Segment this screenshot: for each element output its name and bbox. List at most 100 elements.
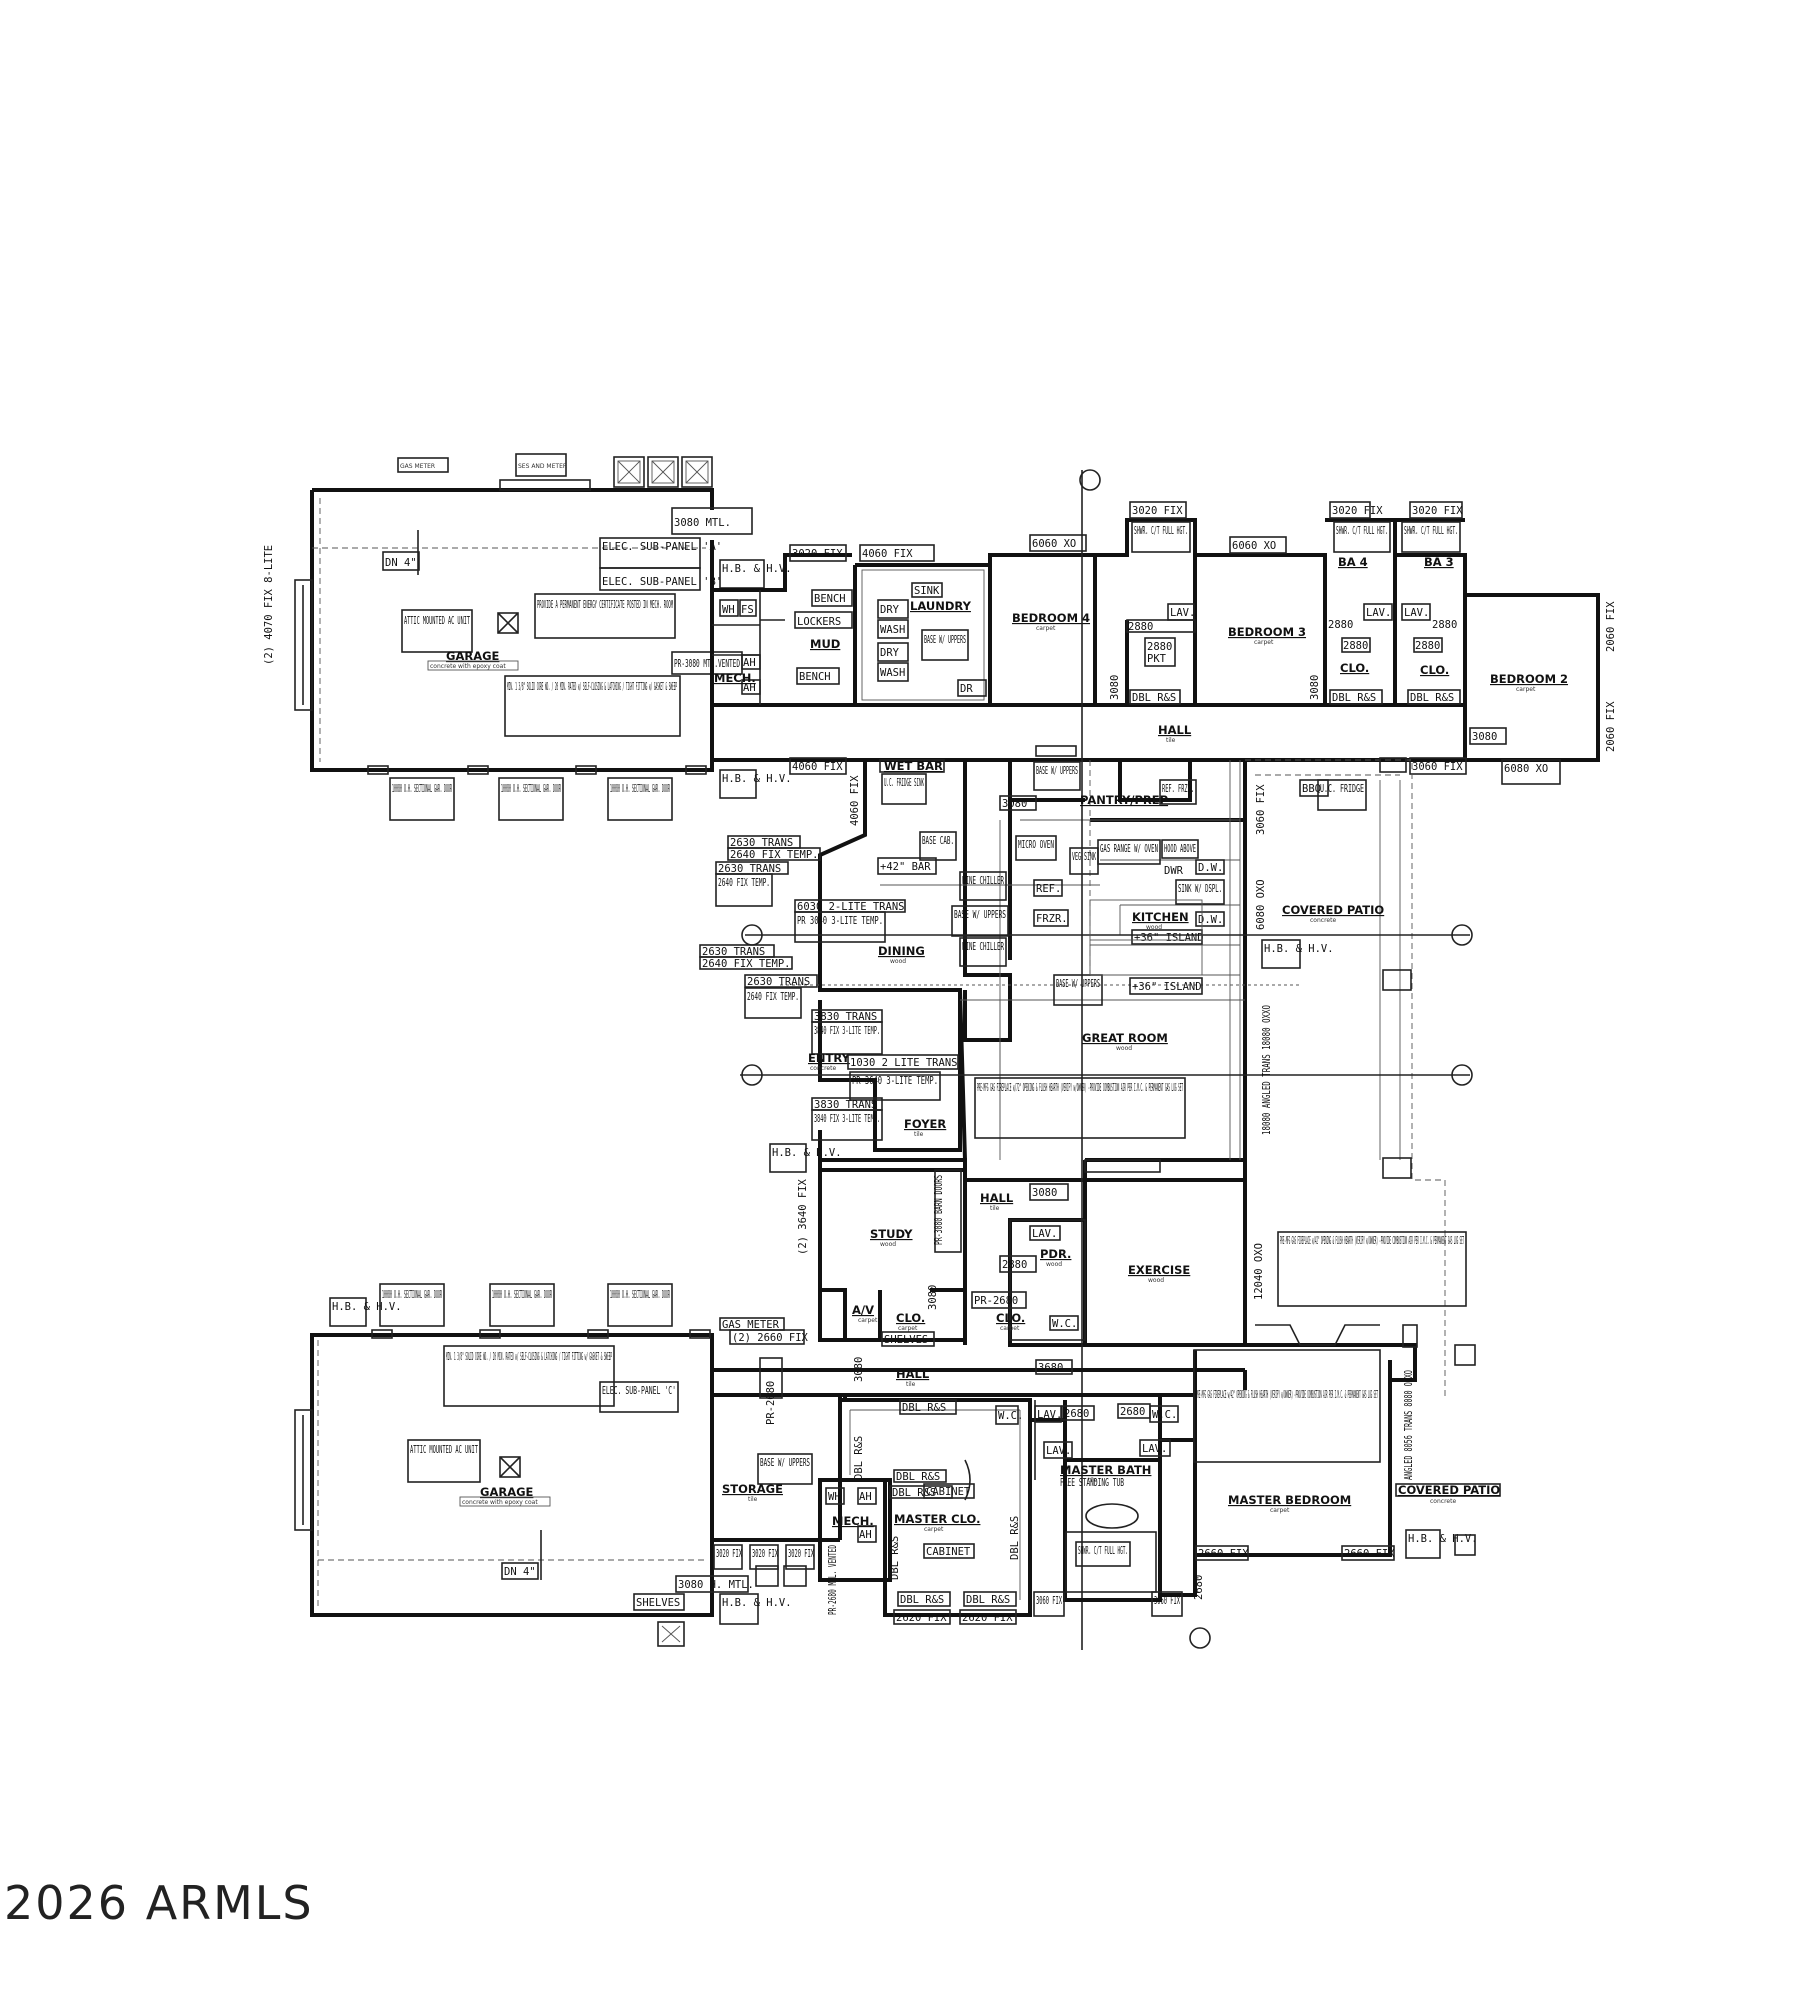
d3680-label: 3680 bbox=[1038, 1362, 1063, 1374]
section-marker-icon bbox=[1451, 924, 1473, 946]
clo-a-label: CLO. bbox=[1340, 661, 1369, 675]
micro-label: MICRO OVEN bbox=[1018, 839, 1054, 851]
storage-label: STORAGE bbox=[722, 1482, 783, 1496]
fix-3020-ba4-label: 3020 FIX bbox=[1332, 505, 1383, 517]
dbl-rs-ba4-label: DBL R&S bbox=[1332, 692, 1376, 704]
d2880-b3-label: 2880 bbox=[1128, 621, 1153, 633]
dbl-rs-mc-h: DBL R&S bbox=[966, 1594, 1010, 1606]
barn-doors-label: PR-3080 BARN DOORS bbox=[933, 1175, 945, 1245]
central-section: WET BAR U.C. FRIDGE SINK 4060 FIX BASE C… bbox=[699, 469, 1473, 1650]
oxo-12040-label: 12040 OXO bbox=[1253, 1243, 1265, 1300]
fix-3020-m2: 3020 FIX bbox=[752, 1548, 778, 1560]
fix-2640-c: 2640 FIX TEMP. bbox=[702, 958, 791, 970]
wet-bar-label: WET BAR bbox=[884, 759, 943, 773]
pr3040-label: PR 3040 3-LITE TEMP. bbox=[797, 915, 883, 927]
clo-pdr-label: CLO. bbox=[996, 1311, 1025, 1325]
island-36a-label: +36" ISLAND bbox=[1134, 932, 1204, 944]
lav-mb-c: LAV. bbox=[1142, 1443, 1167, 1455]
bedroom3-label: BEDROOM 3 bbox=[1228, 625, 1306, 639]
laundry-label: LAUNDRY bbox=[910, 599, 972, 613]
vent-icon bbox=[647, 456, 679, 488]
lockers-label: LOCKERS bbox=[797, 616, 841, 628]
xo-6080-b2-label: 6080 XO bbox=[1504, 763, 1548, 775]
fix-3060-hall-label: 3060 FIX bbox=[1412, 761, 1463, 773]
fire-door-top-note: MIN. 1 3/8" SOLID CORE WD. / 20 MIN. RAT… bbox=[507, 681, 677, 693]
fix-2060-b2-b: 2060 FIX bbox=[1605, 701, 1617, 752]
great-room-floor: wood bbox=[1116, 1045, 1132, 1052]
foyer-label: FOYER bbox=[904, 1117, 946, 1131]
hb-hv-bottom-label: H.B. & H.V. bbox=[722, 1597, 792, 1609]
garage-top-floor: concrete with epoxy coat bbox=[430, 663, 506, 670]
sink-dspl-label: SINK W/ DSPL. bbox=[1178, 883, 1222, 895]
fix-3020-mud-label: 3020 FIX bbox=[792, 548, 843, 560]
wash-2-label: WASH bbox=[880, 667, 905, 679]
uc-fridge-bar-label: U.C. FRIDGE SINK bbox=[884, 777, 924, 789]
study-floor: wood bbox=[880, 1241, 896, 1248]
bench-bottom-label: BENCH bbox=[799, 671, 831, 683]
pr2680-mtl-label: PR-2680 MTL. VENTED bbox=[827, 1545, 839, 1615]
exercise-floor: wood bbox=[1148, 1277, 1164, 1284]
trans-2630-c: 2630 TRANS bbox=[702, 946, 765, 958]
garage-door-6-label: 10080 O.H. SECTIONAL GAR. DOOR bbox=[610, 1289, 670, 1301]
lav-ba3-label: LAV. bbox=[1404, 607, 1429, 619]
cabinet-a-label: CABINET bbox=[926, 1486, 971, 1498]
shwr-ba3-label: SHWR. C/T FULL HGT. bbox=[1404, 525, 1458, 537]
bbq-label: BBQ bbox=[1302, 783, 1321, 795]
lav-ba4-label: LAV. bbox=[1366, 607, 1391, 619]
hall-mid-label: HALL bbox=[980, 1191, 1014, 1205]
covered-patio-bottom-floor: concrete bbox=[1430, 1498, 1456, 1505]
d2880-ba3-label: 2880 bbox=[1432, 619, 1457, 631]
clo-study-label: CLO. bbox=[896, 1311, 925, 1325]
garage-door-2-label: 10080 O.H. SECTIONAL GAR. DOOR bbox=[501, 783, 561, 795]
fix-2620-a: 2620 FIX bbox=[896, 1612, 947, 1624]
pr2680-storage-label: PR-2680 bbox=[765, 1381, 777, 1425]
fix-3640-label: (2) 3640 FIX bbox=[797, 1178, 809, 1255]
fix-3020-m3: 3020 FIX bbox=[788, 1548, 814, 1560]
pkt-ba3-label: 2880 bbox=[1415, 640, 1440, 652]
dw-b-label: D.W. bbox=[1198, 914, 1223, 926]
cabinet-b-label: CABINET bbox=[926, 1546, 971, 1558]
ba4-label: BA 4 bbox=[1338, 555, 1368, 569]
base-uppers-storage: BASE W/ UPPERS bbox=[760, 1457, 810, 1469]
section-marker-icon bbox=[1079, 469, 1101, 491]
fix-3020-b3-label: 3020 FIX bbox=[1132, 505, 1183, 517]
entry-floor: concrete bbox=[810, 1065, 836, 1072]
wh-bottom-label: WH bbox=[828, 1491, 841, 1503]
exercise-label: EXERCISE bbox=[1128, 1263, 1190, 1277]
pdr-floor: wood bbox=[1046, 1261, 1062, 1268]
d2880-pdr-label: 2880 bbox=[1002, 1259, 1027, 1271]
fix-2660-a: 2660 FIX bbox=[1198, 1548, 1249, 1560]
ah-top2-label: AH bbox=[743, 682, 756, 694]
mtl-3080-top-label: 3080 MTL. bbox=[674, 517, 731, 529]
dbl-rs-mc-a: DBL R&S bbox=[902, 1402, 946, 1414]
d2680-master-label: 2680 bbox=[1193, 1575, 1205, 1600]
dbl-rs-mc-f: DBL R&S bbox=[1009, 1516, 1021, 1560]
hall-bottom-label: HALL bbox=[896, 1367, 930, 1381]
fix-3020-ba3-label: 3020 FIX bbox=[1412, 505, 1463, 517]
fix-2640-d: 2640 FIX TEMP. bbox=[747, 991, 799, 1003]
d3080-b3-label: 3080 bbox=[1309, 675, 1321, 700]
dn4-top-label: DN 4" bbox=[385, 557, 417, 569]
attic-ac-bottom-label: ATTIC MOUNTED AC UNIT bbox=[410, 1444, 478, 1456]
dbl-rs-ba3-label: DBL R&S bbox=[1410, 692, 1454, 704]
hall-mid-floor: tile bbox=[990, 1205, 1000, 1212]
lav-pdr-label: LAV. bbox=[1032, 1228, 1057, 1240]
pantry-label: PANTRY/PREP bbox=[1080, 793, 1168, 807]
vent-icon bbox=[613, 456, 645, 488]
study-label: STUDY bbox=[870, 1227, 913, 1241]
trans-8056-label: ANGLED 8056 TRANS 8080 OXXO bbox=[1403, 1370, 1415, 1480]
wash-1-label: WASH bbox=[880, 624, 905, 636]
garage-door-3-label: 10080 O.H. SECTIONAL GAR. DOOR bbox=[610, 783, 670, 795]
garage-door-5-label: 10080 O.H. SECTIONAL GAR. DOOR bbox=[492, 1289, 552, 1301]
hb-hv-master-label: H.B. & H.V. bbox=[1408, 1533, 1478, 1545]
d2880-ba4-label: 2880 bbox=[1328, 619, 1353, 631]
watermark: 2026 ARMLS bbox=[4, 1876, 314, 1930]
entry-label: ENTRY bbox=[808, 1051, 851, 1065]
fix-2640-a: 2640 FIX TEMP. bbox=[730, 849, 819, 861]
shwr-master-label: SHWR. C/T FULL HGT. bbox=[1078, 1545, 1128, 1557]
section-marker-icon bbox=[1189, 1627, 1211, 1649]
trans-3830-b: 3830 TRANS bbox=[814, 1099, 877, 1111]
veg-sink-label: VEG SINK bbox=[1072, 851, 1096, 863]
ba3-label: BA 3 bbox=[1424, 555, 1454, 569]
vent-icon bbox=[755, 1565, 779, 1587]
